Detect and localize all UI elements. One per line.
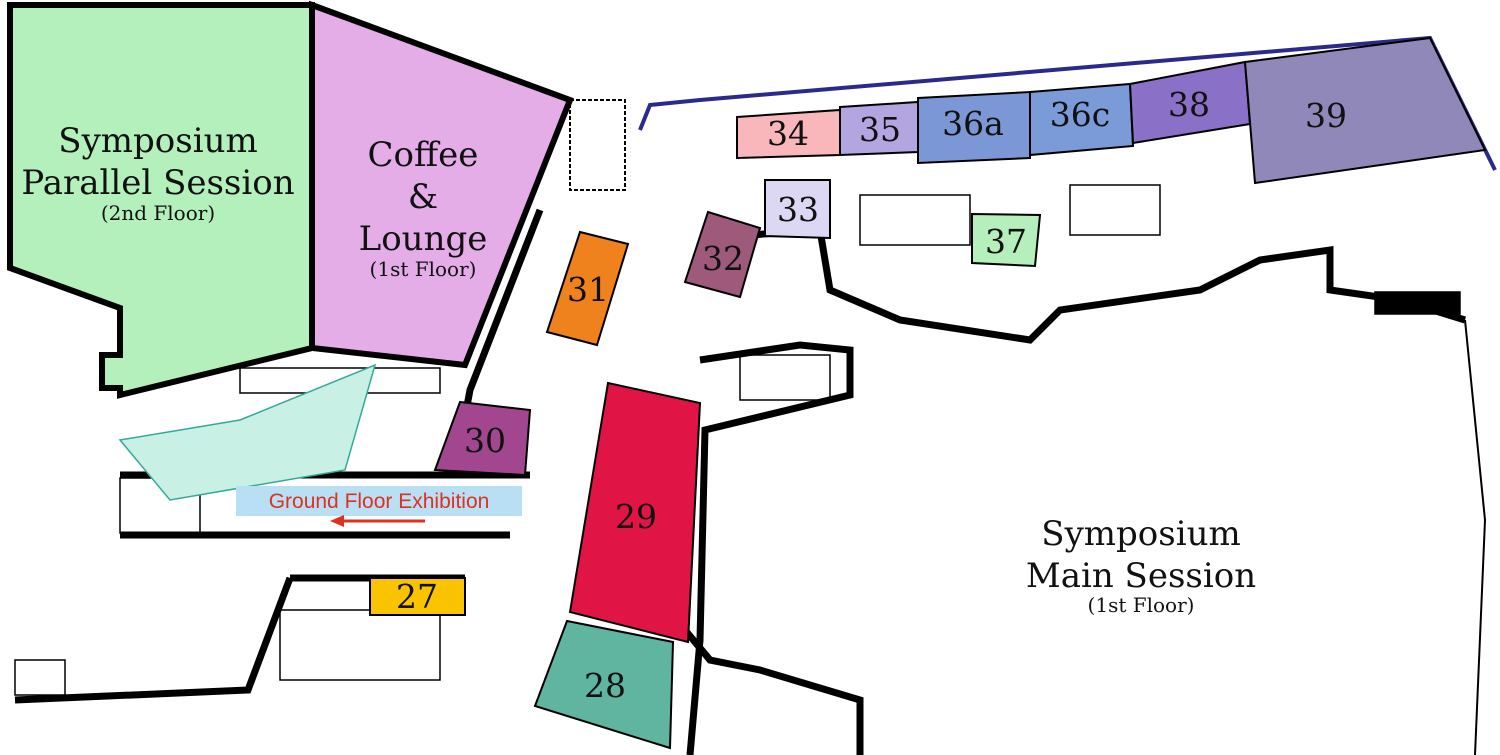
booth-28[interactable] [533, 619, 675, 750]
booth-36a[interactable] [917, 90, 1031, 165]
exhibition-label[interactable]: Ground Floor Exhibition [269, 490, 490, 513]
booth-label-27: 27 [396, 577, 438, 616]
booth-27[interactable] [369, 577, 466, 616]
coffee-title-1: Coffee [368, 135, 479, 175]
booth-label-32: 32 [702, 239, 744, 278]
coffee-floor: (1st Floor) [370, 257, 477, 281]
booth-31[interactable] [545, 230, 630, 347]
glass-roof [118, 363, 377, 501]
booth-label-36a: 36a [942, 104, 1004, 143]
wall-right [1464, 319, 1487, 755]
booth-label-34: 34 [767, 114, 809, 153]
wall [14, 576, 294, 704]
main-title-1: Symposium [1041, 514, 1240, 554]
main-title-2: Main Session [1026, 556, 1256, 596]
booth-label-30: 30 [464, 421, 506, 460]
booth-30[interactable] [433, 400, 532, 477]
arrow-left-icon [330, 515, 425, 527]
booth-label-39: 39 [1305, 96, 1347, 135]
wall [686, 341, 854, 755]
booth-label-35: 35 [859, 110, 901, 149]
coffee-title-2: & [408, 177, 438, 217]
main-floor: (1st Floor) [1088, 593, 1195, 617]
booth-label-33: 33 [777, 190, 819, 229]
wall [682, 627, 864, 755]
parallel-title-1: Symposium [58, 121, 257, 161]
stair [569, 99, 626, 191]
booth-label-28: 28 [584, 666, 626, 705]
booth-label-37: 37 [985, 222, 1027, 261]
parallel-floor: (2nd Floor) [101, 201, 215, 225]
booth-36c[interactable] [1029, 82, 1135, 157]
exhibition-label-bg [236, 486, 522, 516]
booths [369, 36, 1487, 750]
room-coffee-lounge[interactable] [309, 0, 574, 369]
booth-39[interactable] [1243, 36, 1487, 185]
parallel-title-2: Parallel Session [21, 163, 294, 203]
wall [749, 226, 1467, 344]
booth-label-29: 29 [615, 497, 657, 536]
booth-label-31: 31 [567, 270, 609, 309]
booth-33[interactable] [764, 179, 831, 240]
booth-32[interactable] [683, 210, 762, 299]
booth-29[interactable] [568, 381, 702, 644]
booth-37[interactable] [971, 212, 1042, 268]
coffee-title-3: Lounge [359, 219, 488, 259]
booth-label-36c: 36c [1050, 95, 1110, 134]
booth-label-38: 38 [1168, 85, 1210, 124]
staircase [14, 184, 1461, 696]
